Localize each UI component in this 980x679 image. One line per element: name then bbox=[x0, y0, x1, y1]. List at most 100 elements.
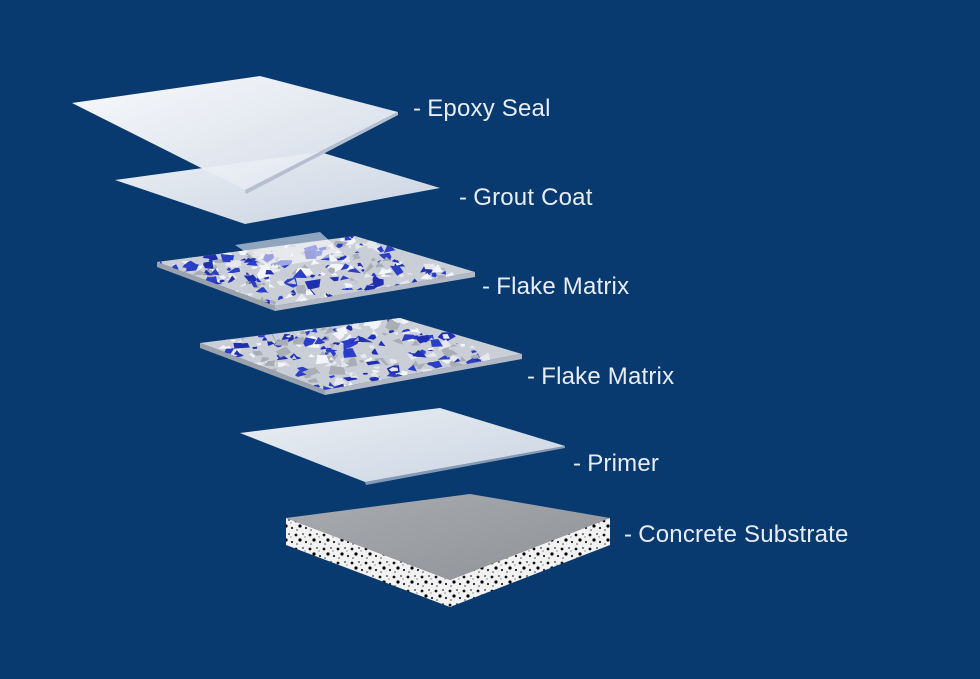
flake-chip bbox=[197, 265, 203, 270]
flake-chip bbox=[291, 355, 297, 360]
flake-chip bbox=[328, 381, 336, 388]
flake-chip bbox=[382, 332, 389, 336]
flake-chip bbox=[275, 346, 292, 358]
flake-chip bbox=[218, 267, 226, 273]
flake-chip bbox=[430, 264, 443, 273]
flake-chip bbox=[333, 376, 347, 386]
flake-chip bbox=[305, 330, 310, 336]
flake-chip bbox=[286, 278, 297, 285]
flake-chip bbox=[345, 325, 353, 331]
flake-chip bbox=[359, 353, 367, 359]
flake-chip bbox=[411, 340, 420, 346]
flake-chip bbox=[264, 360, 275, 367]
flake-chip bbox=[203, 261, 214, 269]
flake-chip bbox=[358, 243, 364, 246]
flake-chip bbox=[203, 258, 210, 261]
flake-chip bbox=[393, 332, 399, 335]
flake-chip bbox=[403, 323, 415, 330]
label-text: Primer bbox=[587, 450, 660, 477]
flake-chip bbox=[352, 252, 361, 260]
flake-chip bbox=[329, 276, 339, 282]
flake-chip bbox=[309, 274, 316, 278]
flake-chip bbox=[220, 254, 235, 263]
epoxy-seal-edge bbox=[245, 112, 398, 194]
flake-chip bbox=[378, 340, 386, 347]
flake-chip bbox=[335, 326, 348, 335]
flake-chip bbox=[354, 350, 364, 354]
flake-chip bbox=[344, 236, 353, 241]
flake-chip bbox=[325, 344, 332, 348]
flake-chip bbox=[304, 279, 321, 290]
flake-chip bbox=[317, 292, 324, 298]
flake-chip bbox=[445, 271, 455, 278]
flake-chip bbox=[326, 263, 345, 273]
flake-chip bbox=[218, 279, 225, 283]
flake-chip bbox=[347, 266, 361, 274]
flake-chip bbox=[430, 339, 443, 347]
flake-chip bbox=[343, 283, 353, 289]
flake-chip bbox=[243, 257, 260, 263]
flake-chip bbox=[383, 256, 392, 261]
flake-chip bbox=[316, 354, 330, 365]
flake-chip bbox=[378, 268, 392, 275]
flake-chip bbox=[239, 258, 246, 261]
flake-chip bbox=[191, 270, 208, 276]
label-primer: -Primer bbox=[573, 450, 659, 478]
flake-chip bbox=[399, 274, 404, 278]
flake-chip bbox=[392, 338, 404, 345]
flake-chip bbox=[453, 358, 461, 363]
flake-chip bbox=[335, 364, 341, 367]
label-epoxy-seal: -Epoxy Seal bbox=[413, 95, 551, 123]
flake-chip bbox=[264, 334, 276, 342]
flake-chip bbox=[374, 324, 389, 333]
flake-chip bbox=[356, 287, 363, 291]
flake-chip bbox=[222, 339, 234, 347]
flake-chip bbox=[343, 348, 357, 358]
primer-sheet bbox=[240, 408, 565, 482]
flake-chip bbox=[374, 358, 388, 368]
flake-chip bbox=[420, 363, 435, 370]
flake-chip bbox=[274, 339, 289, 346]
flake-chip bbox=[310, 259, 320, 265]
flake-chip bbox=[227, 267, 241, 273]
flake-matrix-2-sheet bbox=[200, 318, 522, 395]
flake-chip bbox=[373, 261, 385, 268]
flake-chip bbox=[348, 245, 352, 249]
label-dash: - bbox=[573, 450, 582, 477]
flake-chip bbox=[329, 356, 335, 361]
concrete-top bbox=[286, 494, 610, 580]
flake-chip bbox=[258, 264, 264, 268]
flake-chip bbox=[407, 273, 412, 275]
flake-chip bbox=[322, 380, 335, 389]
flake-chip bbox=[376, 245, 385, 253]
flake-chip bbox=[267, 340, 275, 346]
flake-chip bbox=[357, 266, 362, 269]
flake-chip bbox=[372, 278, 384, 289]
flake-chip bbox=[378, 252, 392, 260]
flake-chip bbox=[351, 322, 362, 330]
label-concrete-substrate: -Concrete Substrate bbox=[624, 521, 849, 549]
flake-chip bbox=[290, 289, 297, 294]
label-dash: - bbox=[482, 273, 491, 300]
flake-chip bbox=[276, 280, 286, 286]
flake-chip bbox=[233, 342, 250, 349]
flake-chip bbox=[340, 361, 350, 368]
flake-chip bbox=[389, 265, 404, 276]
flake-chip bbox=[389, 358, 398, 364]
flake-chip bbox=[308, 366, 321, 374]
flake-chip bbox=[318, 272, 326, 276]
label-text: Flake Matrix bbox=[496, 273, 630, 300]
flake-chip bbox=[252, 346, 258, 350]
flake-chip bbox=[361, 349, 375, 358]
concrete-substrate-slab bbox=[286, 494, 610, 607]
flake-chip bbox=[252, 350, 264, 356]
flake-chip bbox=[241, 338, 252, 344]
flake-chip bbox=[303, 337, 316, 347]
grout-coat-sheet bbox=[115, 152, 440, 224]
flake-chip bbox=[336, 243, 343, 249]
flake-chip bbox=[284, 293, 294, 299]
label-dash: - bbox=[413, 95, 422, 122]
flake-chip bbox=[330, 283, 347, 291]
flake-chip bbox=[469, 345, 476, 349]
label-flake-matrix-2: -Flake Matrix bbox=[527, 363, 674, 391]
